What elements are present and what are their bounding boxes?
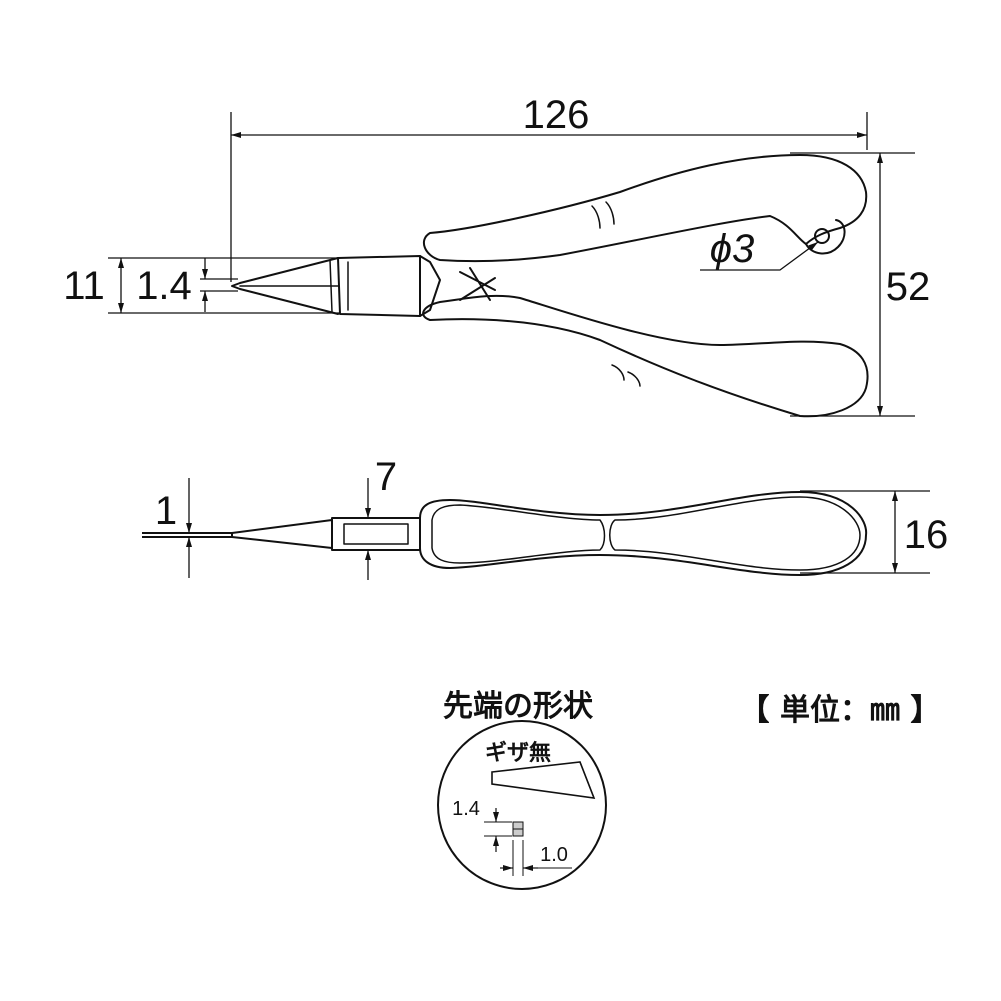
joint-body: [419, 255, 441, 317]
pivot-label: ϕ3: [710, 227, 755, 271]
tip-detail: ギザ無 1.4 1.0: [437, 720, 607, 890]
length-label: 126: [523, 93, 590, 137]
side-handle-front-grip: [431, 504, 606, 564]
lower-handle: [422, 294, 869, 418]
detail-tip-height-label: 1.4: [452, 798, 480, 820]
detail-circle: [437, 720, 607, 890]
detail-tip-shape: [491, 761, 596, 799]
jaws: [231, 257, 339, 315]
side-handle: [419, 491, 868, 576]
handle-eyelet: [805, 219, 846, 255]
jaw-height-label: 11: [63, 264, 105, 308]
spring-cross: [459, 267, 496, 301]
pliers-top-view: [231, 154, 869, 418]
joint-box: [337, 255, 421, 317]
pliers-side-view: [142, 491, 868, 576]
lower-handle-grip-line-2: [627, 371, 641, 387]
handle-thickness-label: 16: [904, 513, 949, 557]
tip-thickness-label: 1: [155, 489, 177, 533]
spread-label: 52: [886, 265, 931, 309]
upper-handle-grip-line-2: [605, 201, 615, 225]
detail-serration-label: ギザ無: [485, 740, 551, 766]
pivot-hole: [814, 228, 830, 244]
joint-thickness-label: 7: [375, 455, 397, 499]
upper-handle-grip-line: [591, 205, 601, 229]
unit-label: 【 単位：㎜ 】: [740, 693, 941, 728]
side-joint: [331, 517, 421, 551]
side-handle-grip: [609, 496, 861, 571]
top-view-dimensions: [108, 112, 915, 417]
lower-handle-grip-line: [611, 364, 625, 381]
detail-title: 先端の形状: [443, 689, 594, 724]
side-view-dimensions: [186, 478, 930, 580]
upper-handle: [422, 154, 868, 263]
detail-tip-width-label: 1.0: [540, 844, 568, 866]
tip-height-label: 1.4: [136, 264, 192, 308]
side-joint-inner: [343, 523, 409, 545]
pivot-leader: [700, 241, 819, 271]
jaw-detail: [329, 259, 333, 313]
